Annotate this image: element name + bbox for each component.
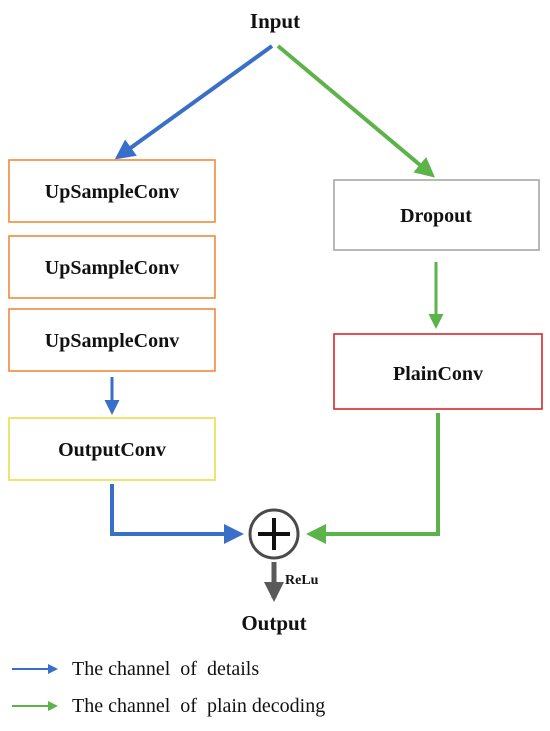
dropout-label: Dropout xyxy=(400,205,472,227)
input-to-upsample-arrow xyxy=(114,44,274,160)
legend-plain-label: The channel of plain decoding xyxy=(72,695,325,717)
plain-conv-label: PlainConv xyxy=(393,363,483,385)
upsample-conv-block-3: UpSampleConv xyxy=(8,308,216,372)
outputconv-to-add-arrow xyxy=(110,484,244,544)
plainconv-to-add-arrow xyxy=(306,413,440,544)
legend-plain: The channel of plain decoding xyxy=(12,695,325,717)
circled-plus-icon xyxy=(248,508,300,560)
output-conv-label: OutputConv xyxy=(58,439,166,461)
legend-details: The channel of details xyxy=(12,658,259,680)
dropout-block: Dropout xyxy=(333,179,540,251)
upsample-conv-block-2: UpSampleConv xyxy=(8,235,216,299)
input-label: Input xyxy=(250,9,300,33)
upsample-conv-block-1: UpSampleConv xyxy=(8,159,216,223)
legend-details-label: The channel of details xyxy=(72,658,259,680)
upsample-conv-label-3: UpSampleConv xyxy=(45,330,179,352)
output-conv-block: OutputConv xyxy=(8,417,216,481)
input-to-dropout-arrow xyxy=(276,44,436,178)
output-label: Output xyxy=(241,611,306,635)
relu-label: ReLu xyxy=(285,573,319,588)
upsample-conv-label-2: UpSampleConv xyxy=(45,257,179,279)
plain-conv-block: PlainConv xyxy=(333,333,543,410)
upsample-conv-label-1: UpSampleConv xyxy=(45,181,179,203)
